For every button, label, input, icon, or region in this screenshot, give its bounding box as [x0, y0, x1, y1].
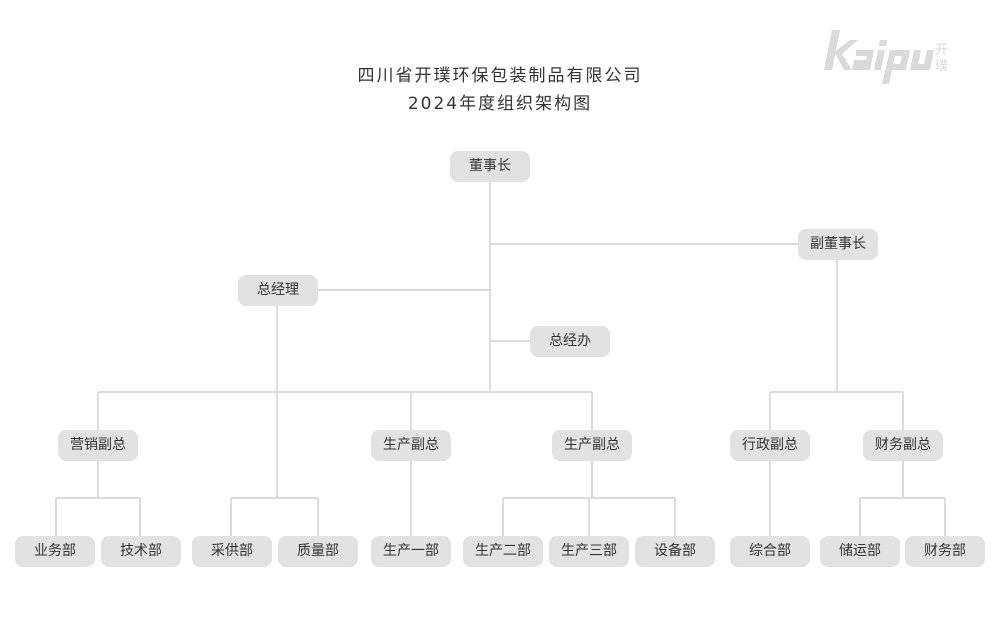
node-dept-production-3: 生产三部: [549, 536, 629, 567]
node-vp-production-1: 生产副总: [371, 430, 451, 461]
chart-subtitle: 2024年度组织架构图: [407, 94, 593, 114]
node-vice-chairman: 副董事长: [798, 229, 878, 260]
logo-chinese-2: 璞: [935, 59, 948, 74]
node-dept-equipment: 设备部: [635, 536, 715, 567]
node-dept-procurement: 采供部: [192, 536, 272, 567]
kaipu-logo: 开 璞: [824, 30, 948, 84]
node-chairman: 董事长: [450, 151, 530, 182]
node-dept-finance: 财务部: [905, 536, 985, 567]
node-dept-storage: 储运部: [820, 536, 900, 567]
node-dept-technology: 技术部: [101, 536, 181, 567]
node-vp-admin: 行政副总: [730, 430, 810, 461]
node-dept-production-2: 生产二部: [463, 536, 543, 567]
node-dept-business: 业务部: [15, 536, 95, 567]
node-gm-office: 总经办: [530, 326, 610, 357]
node-dept-quality: 质量部: [278, 536, 358, 567]
node-general-manager: 总经理: [238, 275, 318, 306]
node-vp-marketing: 营销副总: [58, 430, 138, 461]
node-dept-production-1: 生产一部: [371, 536, 451, 567]
node-vp-finance: 财务副总: [863, 430, 943, 461]
logo-chinese: 开: [935, 43, 948, 58]
chart-title: 四川省开璞环保包装制品有限公司: [357, 66, 643, 86]
node-dept-general: 综合部: [730, 536, 810, 567]
node-vp-production-2: 生产副总: [552, 430, 632, 461]
